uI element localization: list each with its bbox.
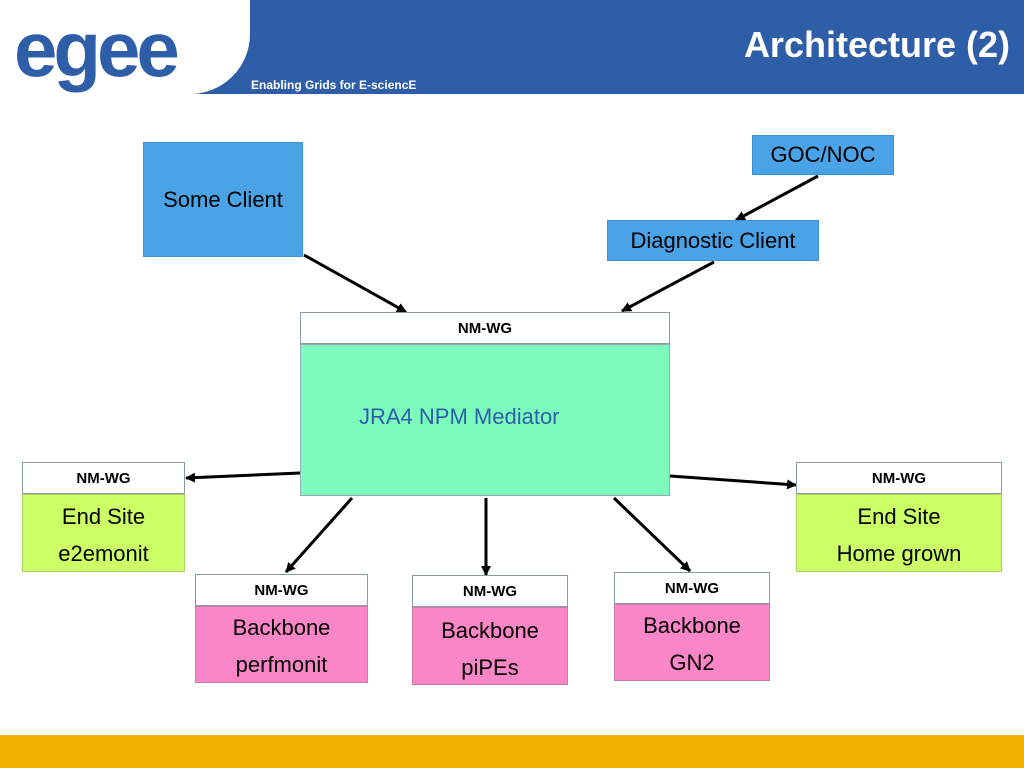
endsite-left-line2: e2emonit (58, 541, 149, 566)
endsite-right-box: End Site Home grown (796, 494, 1002, 572)
endsite-right-line2: Home grown (836, 541, 962, 566)
egee-logo-text: egee (14, 5, 177, 93)
perfmonit-line2: perfmonit (235, 652, 328, 677)
pipes-box: Backbone piPEs (412, 607, 568, 685)
gn2-box: Backbone GN2 (614, 604, 770, 681)
perfmonit-nmwg-header: NM-WG (195, 574, 368, 606)
mediator-nmwg-header: NM-WG (300, 312, 670, 344)
gn2-nmwg-label: NM-WG (664, 579, 720, 597)
endsite-left-nmwg-label: NM-WG (76, 469, 131, 487)
gn2-nmwg-header: NM-WG (614, 572, 770, 604)
endsite-right-line1: End Site (857, 504, 941, 529)
perfmonit-nmwg-label: NM-WG (254, 581, 309, 599)
mediator-label: JRA4 NPM Mediator (359, 404, 560, 429)
arrow-mediator-to-gn2 (612, 496, 692, 573)
egee-logo: egee (14, 5, 181, 93)
slide-title: Architecture (2) (743, 24, 1010, 65)
endsite-left-box: End Site e2emonit (22, 494, 185, 572)
footer-bar (0, 735, 1024, 768)
gn2-line1: Backbone (643, 613, 741, 638)
arrow-mediator-to-perfmonit (284, 497, 354, 573)
pipes-nmwg-header: NM-WG (412, 575, 568, 607)
tagline: Enabling Grids for E-sciencE (251, 78, 417, 92)
mediator-nmwg-label: NM-WG (457, 319, 513, 337)
goc-noc-box: GOC/NOC (752, 135, 894, 175)
pipes-line2: piPEs (461, 655, 519, 680)
perfmonit-line1: Backbone (232, 615, 331, 640)
diagnostic-client-box: Diagnostic Client (607, 220, 819, 261)
some-client-box: Some Client (143, 142, 303, 257)
gn2-line2: GN2 (669, 650, 715, 675)
arrow-diagnostic-to-mediator (621, 260, 715, 313)
endsite-left-nmwg-header: NM-WG (22, 462, 185, 494)
some-client-label: Some Client (163, 186, 283, 212)
header-strip (0, 78, 1024, 94)
diagnostic-client-label: Diagnostic Client (630, 227, 796, 253)
perfmonit-box: Backbone perfmonit (195, 606, 368, 683)
endsite-right-nmwg-label: NM-WG (871, 469, 927, 487)
mediator-box: JRA4 NPM Mediator (300, 344, 670, 496)
logo-panel: egee (0, 0, 250, 94)
arrow-goc-to-diagnostic (735, 174, 819, 222)
arrow-mediator-to-endsite-right (669, 474, 797, 490)
endsite-right-nmwg-header: NM-WG (796, 462, 1002, 494)
pipes-line1: Backbone (441, 618, 539, 643)
goc-noc-label: GOC/NOC (770, 142, 876, 167)
pipes-nmwg-label: NM-WG (462, 582, 518, 600)
arrow-client-to-mediator (303, 253, 407, 314)
arrow-mediator-to-endsite-left (185, 471, 301, 483)
endsite-left-line1: End Site (61, 504, 146, 529)
